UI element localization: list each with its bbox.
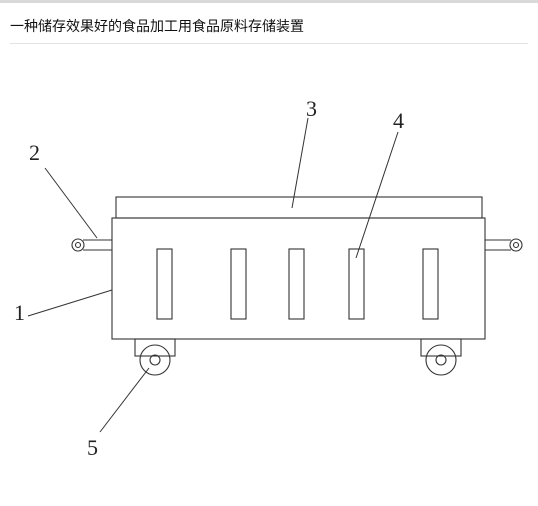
label-3: 3 [306, 96, 317, 121]
lid [115, 196, 483, 219]
right-handle [485, 238, 523, 252]
label-1: 1 [14, 300, 25, 325]
label-2: 2 [29, 140, 40, 165]
left-handle [71, 238, 112, 252]
vent-slot [422, 248, 439, 320]
leader-line-3 [291, 117, 309, 209]
vent-slot [230, 248, 247, 320]
page-title: 一种储存效果好的食品加工用食品原料存储装置 [10, 19, 304, 35]
vent-slot [288, 248, 305, 320]
left-wheel [134, 338, 176, 376]
label-5: 5 [87, 435, 98, 460]
top-border [0, 0, 538, 3]
leader-line-2 [44, 167, 98, 239]
label-4: 4 [393, 108, 404, 133]
title-divider [10, 43, 528, 44]
leader-line-4 [355, 131, 399, 259]
right-wheel [420, 338, 462, 376]
box-body [111, 217, 486, 340]
leader-line-1 [27, 289, 113, 317]
leader-line-5 [99, 367, 150, 433]
vent-slot [156, 248, 173, 320]
vent-slot [348, 248, 365, 320]
